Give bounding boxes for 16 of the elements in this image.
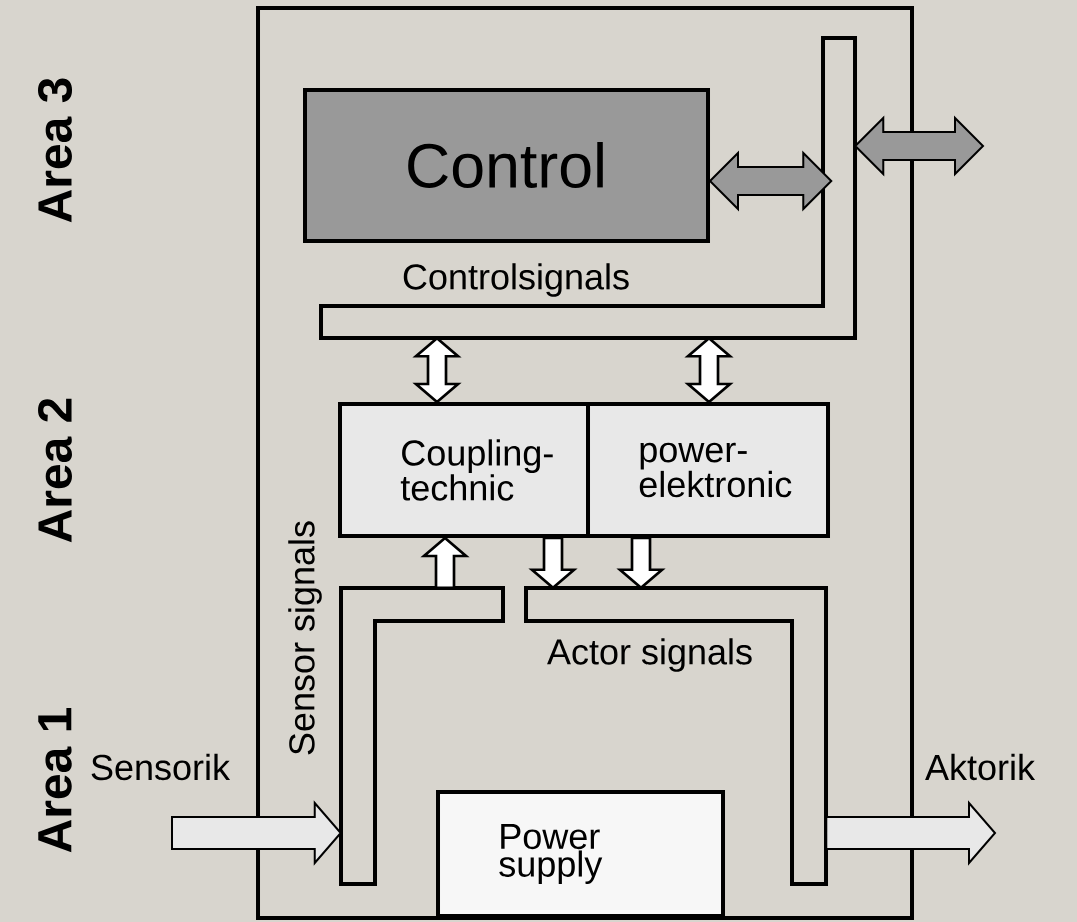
edge-label: Aktorik	[925, 753, 1036, 781]
process-box: power- elektronic	[586, 402, 830, 538]
block-arrow	[420, 536, 470, 590]
power-supply-box: Power supply	[436, 790, 725, 918]
control-box: Control	[303, 88, 710, 243]
edge-label: Sensorik	[91, 753, 231, 781]
area-label: Area 1	[38, 708, 72, 853]
block-arrow	[825, 800, 997, 866]
area-label: Area 2	[38, 398, 72, 543]
process-box: Coupling- technic	[338, 402, 590, 538]
area-label: Area 3	[38, 78, 73, 223]
bus-label: Actor signals	[547, 638, 752, 672]
block-arrow	[171, 800, 343, 866]
bus-label: Controlsignals	[403, 263, 629, 297]
bus-bar	[319, 36, 857, 340]
bus-label: Sensor signals	[288, 521, 322, 755]
